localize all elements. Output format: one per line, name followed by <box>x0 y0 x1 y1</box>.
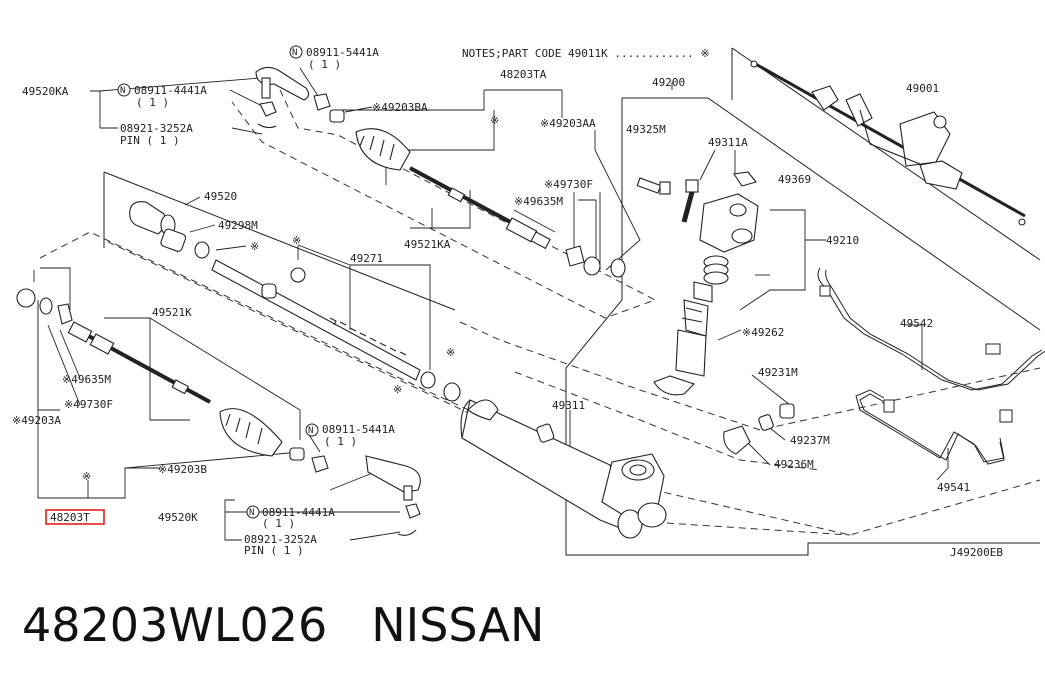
ring-rack-end <box>420 371 436 389</box>
ring-bottom <box>39 297 53 315</box>
star-48203TA: ※ <box>490 114 499 127</box>
label-49520: 49520 <box>204 190 237 203</box>
spring-49210 <box>703 255 729 285</box>
ring-49298M <box>194 241 210 259</box>
label-49231M: 49231M <box>758 366 798 379</box>
steering-parts-diagram: N N N N NOTES;PART CODE 49011K .........… <box>12 45 1045 559</box>
part-caption: 48203WL026 NISSAN <box>22 598 544 652</box>
notes-text: NOTES;PART CODE 49011K ............ ※ <box>462 47 710 60</box>
label-49325M: 49325M <box>626 123 666 136</box>
highlight-box-48203T <box>45 509 105 525</box>
part-number: 48203WL026 <box>22 598 328 652</box>
label-49520KA: 49520KA <box>22 85 69 98</box>
plug-49237M <box>758 414 774 431</box>
inner-tie-rod-upper <box>409 166 551 250</box>
pipe-49542 <box>817 267 1045 391</box>
labels: NOTES;PART CODE 49011K ............ ※ 49… <box>12 46 1003 559</box>
n-symbol-bottom: N <box>249 508 254 518</box>
label-49369: 49369 <box>778 173 811 186</box>
n-symbols <box>117 45 319 519</box>
clip-upper <box>610 258 626 278</box>
label-49521K: 49521K <box>152 306 192 319</box>
label-49730F-top: ※49730F <box>544 178 593 191</box>
label-08911-4441A-top: 08911-4441A <box>134 84 207 97</box>
tie-rod-end-top <box>255 66 310 129</box>
label-49298M: 49298M <box>218 219 258 232</box>
label-48203TA: 48203TA <box>500 68 547 81</box>
label-49541: 49541 <box>937 481 970 494</box>
label-49520K: 49520K <box>158 511 198 524</box>
label-08911-4441A-top-qty: ( 1 ) <box>136 96 169 109</box>
boot-upper <box>355 128 411 171</box>
label-08911-4441A-bottom: 08911-4441A <box>262 506 335 519</box>
nut-top <box>313 93 331 111</box>
label-08911-5441A-top-qty: ( 1 ) <box>308 58 341 71</box>
label-08911-5441A-top: 08911-5441A <box>306 46 379 59</box>
cap-49231M <box>779 403 795 419</box>
clip-top <box>329 109 345 123</box>
label-08911-4441A-bottom-qty: ( 1 ) <box>262 517 295 530</box>
bolt-49311A <box>681 179 699 223</box>
boot-lower <box>219 408 283 457</box>
n-symbol-left: N <box>120 86 125 96</box>
label-49236M: 49236M <box>774 458 814 471</box>
cover-49210 <box>699 193 759 253</box>
label-49237M: 49237M <box>790 434 830 447</box>
label-49262: ※49262 <box>742 326 784 339</box>
label-pin-top: PIN ( 1 ) <box>120 134 180 147</box>
ring-upper <box>583 256 601 276</box>
parts-drawing <box>16 60 1045 539</box>
clip-bottom <box>16 288 36 308</box>
brand-name: NISSAN <box>371 598 545 652</box>
label-49271: 49271 <box>350 252 383 265</box>
nut-bottom <box>311 455 329 473</box>
star-seal: ※ <box>446 346 455 359</box>
bolt-49325M <box>636 177 671 195</box>
label-49200: 49200 <box>652 76 685 89</box>
ring-49271 <box>290 267 306 283</box>
inner-tie-rod-lower <box>67 321 211 404</box>
label-08921-3252A-top: 08921-3252A <box>120 122 193 135</box>
label-49203BA: ※49203BA <box>372 101 428 114</box>
label-49635M-top: ※49635M <box>514 195 563 208</box>
label-49001: 49001 <box>906 82 939 95</box>
star-49298M: ※ <box>250 240 259 253</box>
solid-frames <box>103 47 1041 556</box>
n-symbol-top: N <box>292 48 297 58</box>
label-08911-5441A-bottom: 08911-5441A <box>322 423 395 436</box>
mount-49236M <box>723 425 751 455</box>
lock-plate-upper <box>565 245 585 267</box>
pipe-49541 <box>855 389 1013 465</box>
label-48203T: 48203T <box>50 511 90 524</box>
label-49210: 49210 <box>826 234 859 247</box>
star-48203T: ※ <box>82 470 91 483</box>
rack-49271 <box>211 259 421 381</box>
label-49730F: ※49730F <box>64 398 113 411</box>
tie-rod-end-bottom <box>365 455 421 536</box>
bushing-49298M <box>160 228 187 252</box>
pinion-assembly <box>653 281 713 396</box>
label-08911-5441A-bottom-qty: ( 1 ) <box>324 435 357 448</box>
lock-plate-bottom <box>57 303 73 325</box>
seal-rack <box>443 382 461 402</box>
n-symbol-mid: N <box>308 426 313 436</box>
complete-gear-49001 <box>750 60 1026 226</box>
label-08921-3252A-bottom: 08921-3252A <box>244 533 317 546</box>
label-49311: 49311 <box>552 399 585 412</box>
nut-49369 <box>733 171 757 187</box>
clip-lower <box>289 447 305 461</box>
label-pin-bottom: PIN ( 1 ) <box>244 544 304 557</box>
label-49311A: 49311A <box>708 136 748 149</box>
label-49542: 49542 <box>900 317 933 330</box>
gear-housing-49311 <box>460 399 667 539</box>
diagram-code: J49200EB <box>950 546 1003 559</box>
label-49635M: ※49635M <box>62 373 111 386</box>
label-49203A: ※49203A <box>12 414 61 427</box>
star-ring: ※ <box>393 383 402 396</box>
star-49271: ※ <box>292 234 301 247</box>
label-49203B: ※49203B <box>158 463 207 476</box>
label-49203AA: ※49203AA <box>540 117 596 130</box>
label-49521KA: 49521KA <box>404 238 451 251</box>
